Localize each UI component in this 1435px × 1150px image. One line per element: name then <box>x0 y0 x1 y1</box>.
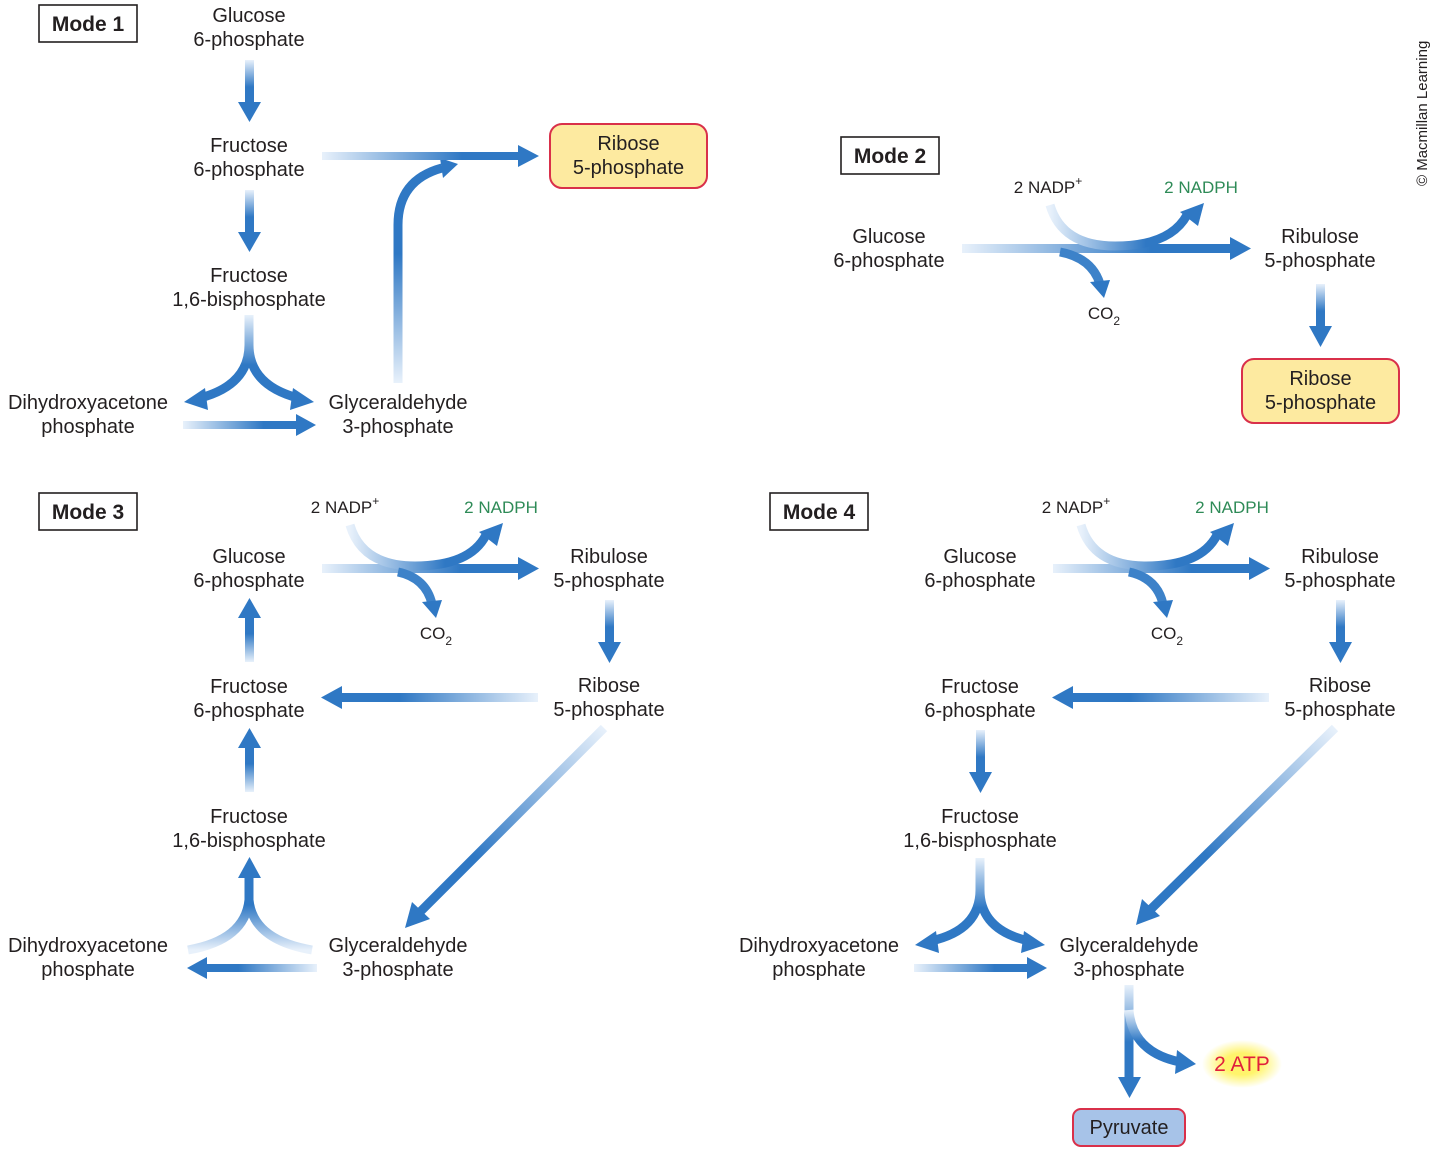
co2-label: CO2 <box>1151 624 1184 648</box>
co2-label: CO2 <box>1088 304 1121 328</box>
arrow-ribose5p-to-fructose6p <box>321 686 538 709</box>
arrow-gap-to-ribose5p <box>393 158 458 383</box>
nadp-plus-label: 2 NADP+ <box>1014 174 1082 197</box>
svg-text:Pyruvate: Pyruvate <box>1090 1117 1169 1139</box>
svg-text:Mode 1: Mode 1 <box>52 13 125 36</box>
co2-label: CO2 <box>420 624 453 648</box>
arrow-fructose6p-to-glucose6p <box>238 598 261 662</box>
arrow-oxidative-branch <box>1053 523 1270 618</box>
pyruvate-product-box: Pyruvate <box>1072 1108 1186 1147</box>
arrow-gap-to-pyruvate <box>1118 985 1196 1098</box>
copyright-notice: © Macmillan Learning <box>1414 41 1431 186</box>
arrow-dhap-to-gap <box>914 957 1047 979</box>
mode-3-label: Mode 3 <box>38 492 138 531</box>
nadph-label: 2 NADPH <box>464 498 538 517</box>
arrow-oxidative-branch <box>322 523 539 618</box>
arrow-gap-to-dhap <box>187 957 317 979</box>
svg-text:Mode 4: Mode 4 <box>783 501 856 524</box>
arrow-fructose6p-to-ribose5p <box>322 145 539 167</box>
nadp-plus-label: 2 NADP+ <box>311 494 379 517</box>
atp-yield-badge: 2 ATP <box>1202 1040 1282 1088</box>
arrow-ribulose5p-to-ribose5p <box>598 600 621 663</box>
arrow-oxidative-branch <box>962 203 1251 298</box>
mode-1-label: Mode 1 <box>38 4 138 43</box>
nadph-label: 2 NADPH <box>1164 178 1238 197</box>
arrow-aldolase-split <box>184 315 314 410</box>
arrow-ribose5p-to-gap <box>1136 724 1339 925</box>
svg-text:Mode 3: Mode 3 <box>52 501 124 524</box>
arrow-dhap-to-gap <box>183 414 316 436</box>
arrow-fructose6p-to-fructose16bp <box>238 190 261 252</box>
arrow-ribose5p-to-fructose6p <box>1052 686 1269 709</box>
arrow-ribulose5p-to-ribose5p <box>1329 600 1352 663</box>
arrow-glucose6p-to-fructose6p <box>238 60 261 122</box>
svg-text:2 ATP: 2 ATP <box>1214 1053 1270 1076</box>
nadph-label: 2 NADPH <box>1195 498 1269 517</box>
nadp-plus-label: 2 NADP+ <box>1042 494 1110 517</box>
svg-text:Mode 2: Mode 2 <box>854 145 926 168</box>
arrow-fructose16bp-to-fructose6p <box>238 728 261 792</box>
arrow-fructose6p-to-fructose16bp <box>969 730 992 793</box>
mode-4-label: Mode 4 <box>769 492 869 531</box>
arrow-aldolase-condensation <box>187 857 313 955</box>
mode-2-label: Mode 2 <box>840 136 940 175</box>
arrow-ribose5p-to-gap <box>405 724 608 928</box>
arrow-aldolase-split <box>915 858 1045 953</box>
arrow-ribulose5p-to-ribose5p <box>1309 284 1332 347</box>
